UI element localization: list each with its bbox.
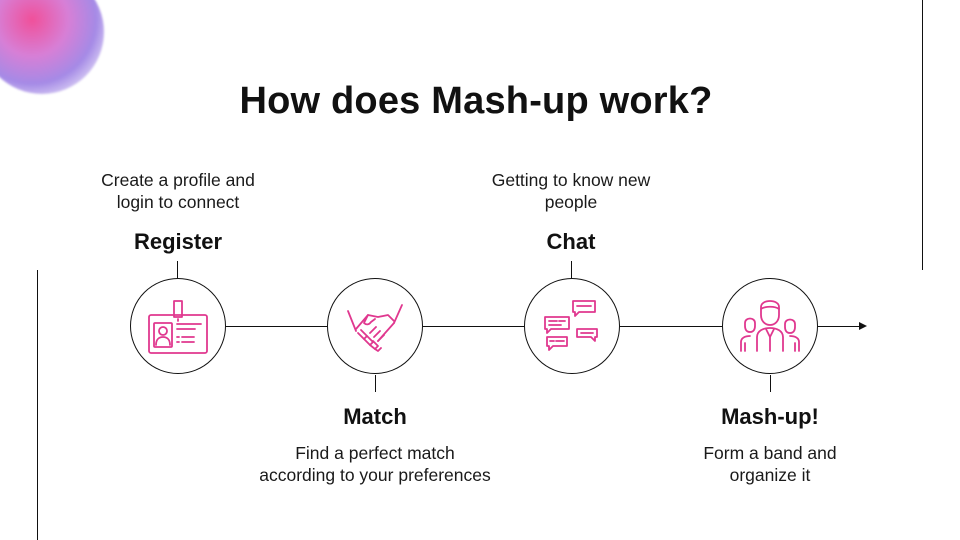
- match-step-circle: [327, 278, 423, 374]
- group-people-icon: [740, 300, 800, 352]
- left-divider-line: [37, 270, 38, 540]
- id-card-icon: [148, 300, 208, 354]
- match-label: Match: [343, 404, 407, 429]
- mashup-description: Form a band and organize it: [703, 443, 837, 485]
- timeline-segment: [423, 326, 524, 327]
- right-divider-line: [922, 0, 923, 270]
- chat-label: Chat: [546, 229, 596, 254]
- match-description: Find a perfect match according to your p…: [259, 443, 491, 485]
- chat-description: Getting to know new people: [491, 170, 651, 212]
- timeline-arrow-head: [859, 322, 867, 330]
- chat-step-circle: [524, 278, 620, 374]
- mashup-connector: [770, 375, 771, 392]
- handshake-icon: [347, 304, 403, 352]
- mashup-label: Mash-up!: [721, 404, 819, 429]
- register-label: Register: [133, 229, 223, 254]
- chat-bubbles-icon: [544, 300, 598, 351]
- timeline-segment: [818, 326, 860, 327]
- register-step-circle: [130, 278, 226, 374]
- match-connector: [375, 375, 376, 392]
- register-connector: [177, 261, 178, 278]
- page-title: How does Mash-up work?: [239, 80, 713, 122]
- chat-connector: [571, 261, 572, 278]
- register-description: Create a profile and login to connect: [101, 170, 255, 212]
- timeline-segment: [620, 326, 722, 327]
- timeline-segment: [226, 326, 327, 327]
- mashup-step-circle: [722, 278, 818, 374]
